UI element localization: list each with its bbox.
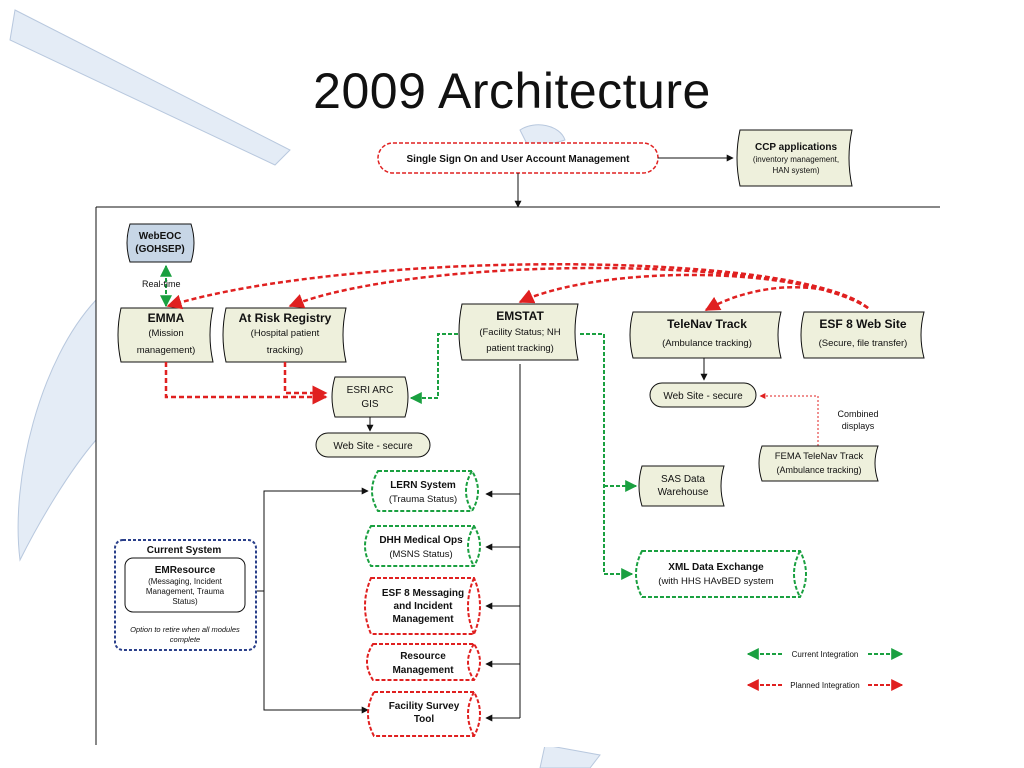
realtime-label: Real-time [142, 279, 181, 289]
at-risk-registry-node: At Risk Registry (Hospital patient track… [222, 307, 347, 363]
ccp-node: CCP applications (inventory management, … [736, 129, 853, 187]
web-site-secure-right: Web Site - secure [649, 382, 757, 408]
webeoc-node: WebEOC (GOHSEP) [126, 223, 195, 263]
legend-planned-label: Planned Integration [790, 681, 859, 690]
lern-title: LERN System [390, 480, 456, 491]
risk-sub1: (Hospital patient [251, 328, 320, 339]
lern-sub1: (Trauma Status) [389, 494, 457, 505]
emma-title: EMMA [148, 311, 185, 325]
fema-web-link [759, 393, 819, 446]
emstat-node: EMSTAT (Facility Status; NH patient trac… [458, 303, 579, 361]
emresource-line1: (Messaging, Incident [148, 577, 223, 586]
telenav-title: TeleNav Track [667, 317, 747, 331]
web2-label: Web Site - secure [663, 391, 743, 402]
resource-management-node: Resource Management [366, 643, 481, 681]
sas-data-warehouse-node: SAS Data Warehouse [638, 465, 725, 507]
esri-line2: GIS [361, 399, 379, 410]
sas-line1: SAS Data [661, 474, 705, 485]
emresource-title: EMResource [155, 565, 216, 576]
risk-title: At Risk Registry [239, 311, 332, 325]
background-decoration [9, 9, 601, 768]
resource-line1: Resource [400, 651, 446, 662]
telenav-sub1: (Ambulance tracking) [662, 338, 752, 349]
lern-system-node: LERN System (Trauma Status) [371, 470, 479, 512]
xml-title: XML Data Exchange [668, 562, 764, 573]
emstat-sub2: patient tracking) [486, 343, 554, 354]
emresource-line2: Management, Trauma [146, 587, 225, 596]
webeoc-line1: WebEOC [139, 231, 182, 242]
resource-line2: Management [392, 665, 454, 676]
dhh-medical-ops-node: DHH Medical Ops (MSNS Status) [364, 525, 481, 567]
current-note2: complete [170, 635, 200, 644]
legend-current-label: Current Integration [792, 650, 859, 659]
risk-sub2: tracking) [267, 345, 303, 356]
dhh-sub1: (MSNS Status) [389, 549, 452, 560]
esf8-web-site-node: ESF 8 Web Site (Secure, file transfer) [800, 311, 925, 359]
current-system-group: Current System EMResource (Messaging, In… [114, 539, 257, 651]
planned-integration-arcs [164, 263, 869, 405]
ccp-sub1: (inventory management, [753, 155, 839, 164]
survey-line1: Facility Survey [389, 701, 460, 712]
webeoc-line2: (GOHSEP) [135, 244, 184, 255]
slide-title: 2009 Architecture [313, 63, 711, 119]
esf8web-sub1: (Secure, file transfer) [819, 338, 908, 349]
emstat-title: EMSTAT [496, 309, 544, 323]
current-note1: Option to retire when all modules [130, 625, 240, 634]
xml-sub1: (with HHS HAvBED system [658, 576, 774, 587]
dhh-title: DHH Medical Ops [379, 535, 463, 546]
esf8msg-line1: ESF 8 Messaging [382, 588, 464, 599]
fema-telenav-node: FEMA TeleNav Track (Ambulance tracking) [758, 445, 879, 482]
fema-line1: FEMA TeleNav Track [775, 451, 864, 462]
sas-line2: Warehouse [658, 487, 709, 498]
emresource-line3: Status) [172, 597, 198, 606]
telenav-node: TeleNav Track (Ambulance tracking) [629, 311, 782, 359]
legend: Current Integration Planned Integration [746, 648, 904, 691]
emma-sub2: management) [137, 345, 196, 356]
combined-line1: Combined [837, 409, 878, 419]
combined-line2: displays [842, 421, 875, 431]
sso-label: Single Sign On and User Account Manageme… [407, 154, 631, 165]
emstat-esri-link [409, 333, 458, 404]
esri-line1: ESRI ARC [347, 385, 394, 396]
ccp-title: CCP applications [755, 142, 837, 153]
emresource-box [124, 557, 246, 613]
ccp-sub2: HAN system) [772, 166, 819, 175]
esf8msg-line2: and Incident [394, 601, 454, 612]
emstat-xml-link [580, 333, 634, 580]
sso-node: Single Sign On and User Account Manageme… [377, 142, 659, 174]
esf8web-title: ESF 8 Web Site [819, 317, 906, 331]
emma-sub1: (Mission [148, 328, 183, 339]
web-site-secure-left: Web Site - secure [315, 432, 431, 458]
emma-node: EMMA (Mission management) [117, 307, 214, 363]
survey-line2: Tool [414, 714, 435, 725]
module-connectors [256, 487, 521, 722]
esf8msg-line3: Management [392, 614, 454, 625]
facility-survey-tool-node: Facility Survey Tool [367, 691, 481, 737]
esf8-messaging-node: ESF 8 Messaging and Incident Management [364, 577, 481, 635]
web1-label: Web Site - secure [333, 441, 413, 452]
current-system-title: Current System [147, 545, 222, 556]
xml-data-exchange-node: XML Data Exchange (with HHS HAvBED syste… [635, 550, 807, 598]
esri-arc-gis-node: ESRI ARC GIS [331, 376, 409, 418]
fema-line2: (Ambulance tracking) [776, 465, 861, 475]
emstat-sub1: (Facility Status; NH [479, 327, 560, 338]
